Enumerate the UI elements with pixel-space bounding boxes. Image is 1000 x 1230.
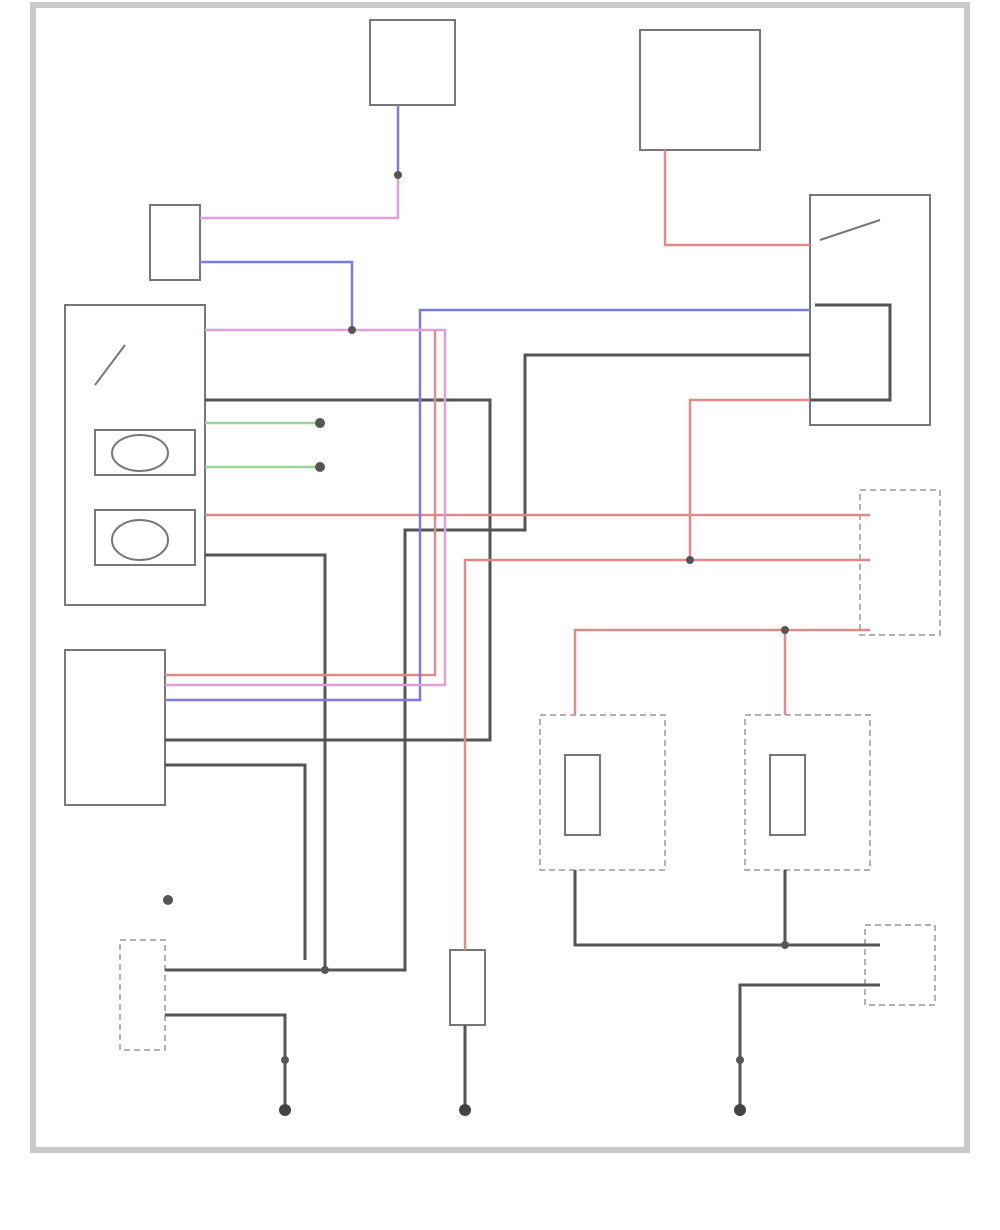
- diagram-frame: [30, 2, 970, 1153]
- ground-points: [279, 1104, 746, 1116]
- bottom-left-connector: [119, 939, 166, 1051]
- wires-blue: [165, 105, 810, 702]
- wires-green: [205, 421, 320, 469]
- switch-lever-left: [94, 344, 126, 386]
- control-module-box: [64, 649, 166, 806]
- wires-black: [165, 303, 892, 1110]
- right-switch-box: [809, 194, 931, 426]
- right-door-switch: [744, 714, 871, 871]
- ground-icon: [459, 1104, 471, 1116]
- ground-icon: [279, 1104, 291, 1116]
- top-right-fuse-box: [639, 29, 761, 151]
- lamp-bulb-2: [111, 519, 169, 561]
- lamp-bulb-1: [111, 434, 169, 472]
- left-courtesy-lamp: [564, 754, 601, 836]
- junction-dots: [163, 171, 789, 1064]
- right-connector-mid: [859, 489, 941, 636]
- right-courtesy-lamp: [769, 754, 806, 836]
- components: [64, 19, 941, 1051]
- ground-icon: [734, 1104, 746, 1116]
- switch-lever-right: [819, 219, 881, 241]
- bottom-right-connector: [864, 924, 936, 1006]
- ignition-switch-box: [64, 304, 206, 606]
- switch-contact-1: [94, 429, 196, 476]
- switch-contact-2: [94, 509, 196, 566]
- wires-red: [165, 150, 870, 950]
- left-door-switch: [539, 714, 666, 871]
- center-lamp: [449, 949, 486, 1026]
- left-upper-connector: [149, 204, 201, 281]
- top-fuse-panel: [369, 19, 456, 106]
- wires-pink: [165, 175, 447, 687]
